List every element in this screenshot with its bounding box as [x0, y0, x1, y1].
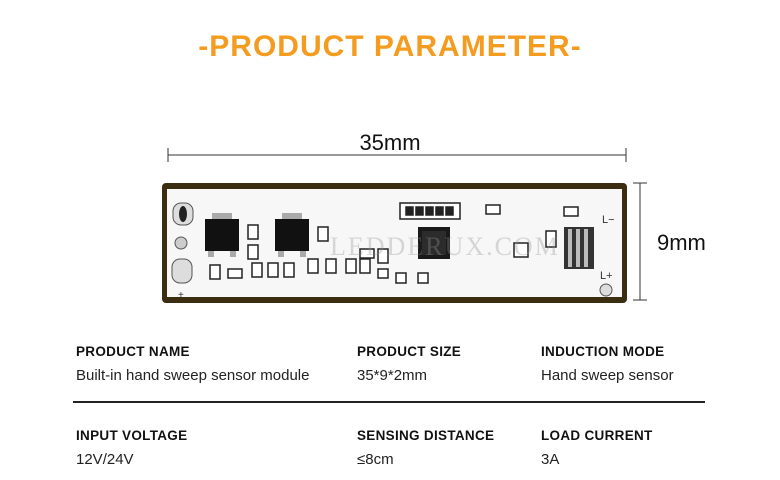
param-value: 3A	[541, 451, 560, 468]
left-solder-pads	[171, 202, 194, 284]
param-value: Hand sweep sensor	[541, 367, 674, 384]
height-dimension-label: 9mm	[657, 230, 706, 255]
param-product-name: PRODUCT NAME Built-in hand sweep sensor …	[76, 344, 309, 384]
pin-header	[564, 227, 594, 269]
param-sensing-distance: SENSING DISTANCE ≤8cm	[357, 428, 494, 468]
param-value: 12V/24V	[76, 451, 134, 468]
param-label: SENSING DISTANCE	[357, 428, 495, 443]
param-label: PRODUCT SIZE	[357, 344, 462, 359]
right-solder-pad	[599, 283, 613, 297]
transistor-2	[275, 213, 309, 257]
height-dimension-line	[633, 182, 647, 301]
smd-components	[209, 204, 579, 284]
param-label: INDUCTION MODE	[541, 344, 665, 359]
param-value: 35*9*2mm	[357, 367, 428, 384]
param-load-current: LOAD CURRENT 3A	[541, 428, 653, 468]
transistor-1	[205, 213, 239, 257]
ic-chip	[418, 227, 450, 259]
param-product-size: PRODUCT SIZE 35*9*2mm	[357, 344, 461, 384]
param-induction-mode: INDUCTION MODE Hand sweep sensor	[541, 344, 674, 384]
sensor-module-image: +	[162, 148, 647, 303]
param-input-voltage: INPUT VOLTAGE 12V/24V	[76, 428, 187, 468]
l-minus-label: L−	[602, 214, 615, 226]
watermark-text: LEDDERUX.COM	[330, 232, 560, 261]
divider	[73, 401, 705, 403]
page-title: -PRODUCT PARAMETER-	[198, 30, 582, 63]
plus-marker: +	[178, 290, 184, 301]
param-value: Built-in hand sweep sensor module	[76, 367, 310, 384]
param-label: PRODUCT NAME	[76, 344, 190, 359]
chip-array	[399, 202, 461, 220]
param-label: LOAD CURRENT	[541, 428, 653, 443]
param-label: INPUT VOLTAGE	[76, 428, 188, 443]
width-dimension-label: 35mm	[359, 130, 421, 155]
param-value: ≤8cm	[357, 451, 394, 468]
width-dimension-line	[167, 148, 627, 162]
l-plus-label: L+	[600, 270, 613, 282]
